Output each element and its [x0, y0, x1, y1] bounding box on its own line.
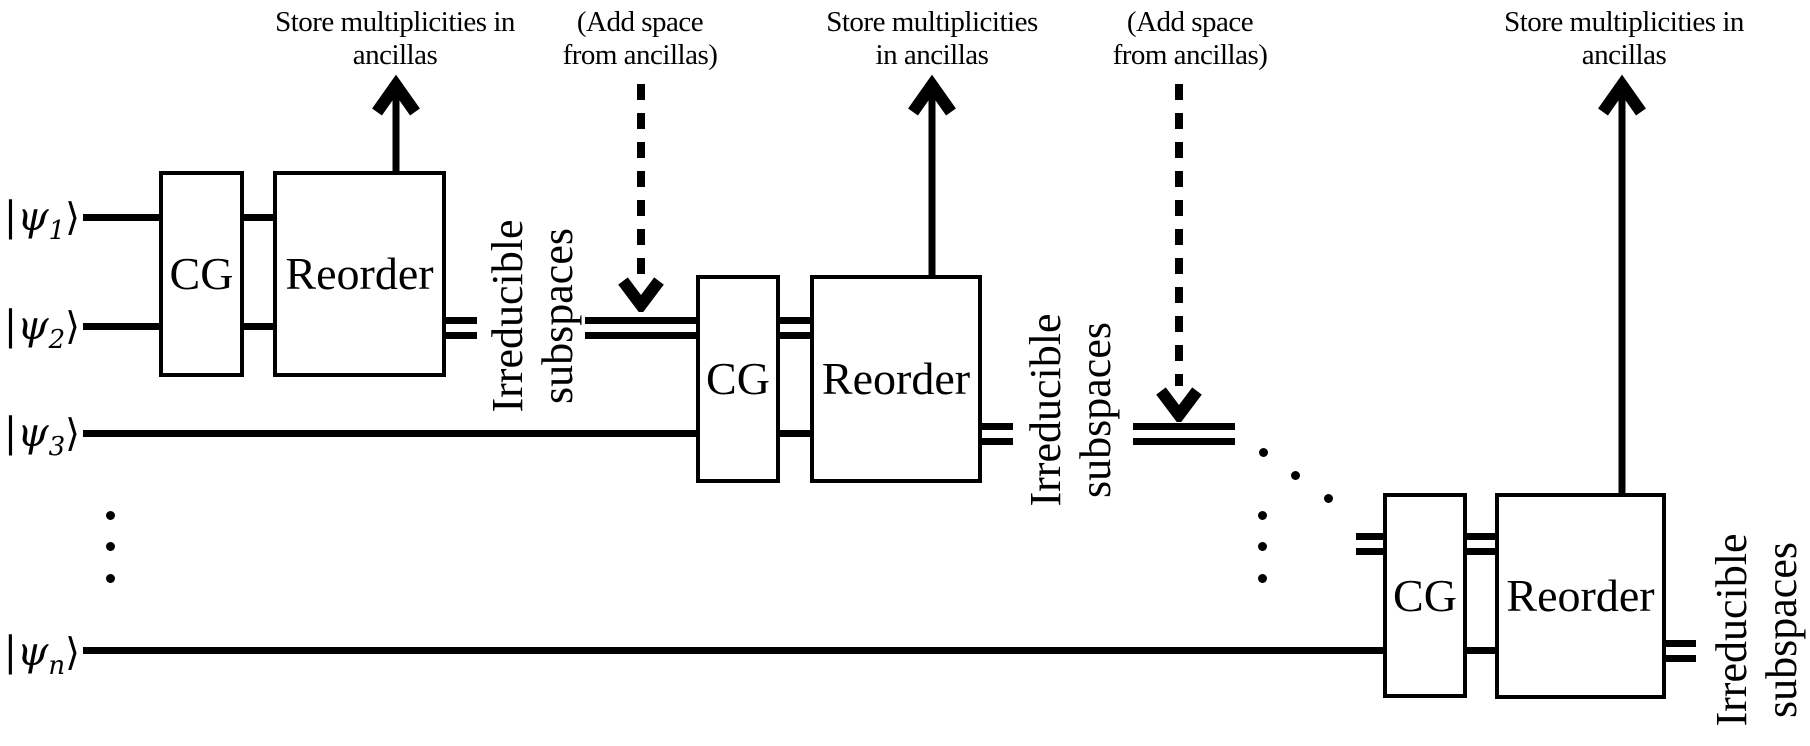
bus-reorder1-out-bottom: [443, 332, 477, 339]
psi-symbol: ψ: [17, 303, 49, 349]
diagonal-ellipsis-dot: [1259, 448, 1268, 457]
wire-psi3-mid: [776, 430, 814, 437]
psi-subscript: n: [48, 651, 66, 681]
psi-symbol: ψ: [17, 410, 49, 456]
store-up-arrow-1: [372, 74, 420, 175]
input-state-psi1: |ψ1⟩: [0, 189, 82, 245]
irreps-label-line2: subspaces: [1071, 322, 1120, 498]
cg-box-1: CG: [159, 171, 244, 377]
store-label-line1: Store multiplicities: [826, 6, 1038, 38]
reorder-box-1: Reorder: [273, 171, 446, 377]
left-ellipsis-dot: [106, 574, 115, 583]
reorder-box-label: Reorder: [1506, 570, 1655, 621]
irreducible-subspaces-label-3: Irreducible subspaces: [1707, 510, 1807, 746]
bus-cg3-in-bottom: [1356, 548, 1387, 555]
bus-reorder2-out-top: [979, 423, 1013, 430]
wire-psin-in: [83, 647, 1387, 654]
bus-reorder1-out-top: [443, 317, 477, 324]
wire-psin-mid: [1463, 647, 1499, 654]
ket-bracket: ⟩: [65, 304, 80, 348]
add-space-dashed-arrow-2: [1156, 84, 1202, 422]
store-label-line2: ancillas: [352, 39, 438, 71]
add-space-label-2: (Add space from ancillas): [1020, 6, 1360, 72]
psi-subscript: 3: [48, 432, 66, 462]
store-label-line2: in ancillas: [875, 39, 989, 71]
input-state-psi2: |ψ2⟩: [0, 298, 82, 354]
diagonal-ellipsis-dot: [1291, 471, 1300, 480]
irreps-label-line1: Irreducible: [1021, 313, 1070, 507]
store-label-line2: ancillas: [1581, 39, 1667, 71]
psi-subscript: 2: [48, 325, 66, 355]
psi-subscript: 1: [48, 216, 66, 246]
bus-cg2-in-top: [585, 317, 700, 324]
store-multiplicities-label-3: Store multiplicities in ancillas: [1454, 6, 1794, 72]
irreducible-subspaces-label-2: Irreducible subspaces: [1021, 290, 1121, 530]
ket-bar: |: [3, 194, 18, 240]
irreps-label-line2: subspaces: [1757, 542, 1806, 718]
irreps-label-line1: Irreducible: [1707, 533, 1756, 727]
reorder-box-2: Reorder: [810, 275, 982, 483]
ket-bracket: ⟩: [65, 630, 80, 674]
cg-box-label: CG: [169, 248, 234, 299]
irreps-label-line1: Irreducible: [483, 219, 532, 413]
ket-bracket: ⟩: [65, 195, 80, 239]
input-state-psin: |ψn⟩: [0, 624, 82, 680]
reorder-box-label: Reorder: [285, 248, 434, 299]
wire-psi1-in: [83, 214, 163, 221]
store-label-line1: Store multiplicities in: [275, 6, 515, 38]
ket-bar: |: [3, 303, 18, 349]
wire-psi2-mid: [242, 323, 277, 330]
bus-cg3-mid-bottom: [1463, 548, 1499, 555]
irreducible-subspaces-label-1: Irreducible subspaces: [483, 196, 583, 436]
store-multiplicities-label-2: Store multiplicities in ancillas: [762, 6, 1102, 72]
store-up-arrow-3: [1598, 74, 1646, 497]
bus-after-text2-top: [1133, 423, 1235, 430]
psi-symbol: ψ: [17, 629, 49, 675]
reorder-box-label: Reorder: [821, 353, 971, 404]
store-up-arrow-2: [908, 74, 956, 279]
bus-reorder3-out-top: [1662, 640, 1696, 647]
left-ellipsis-dot: [106, 542, 115, 551]
bus-cg2-in-bottom: [585, 332, 700, 339]
bus-cg2-mid-bottom: [776, 332, 814, 339]
cg-box-label: CG: [706, 353, 770, 404]
cg-box-2: CG: [696, 275, 780, 483]
add-space-dashed-arrow-1: [618, 84, 664, 312]
diagonal-ellipsis-dot: [1324, 494, 1333, 503]
right-ellipsis-dot: [1258, 542, 1267, 551]
bus-reorder2-out-bottom: [979, 438, 1013, 445]
wire-psi2-in: [83, 323, 163, 330]
input-state-psi3: |ψ3⟩: [0, 405, 82, 461]
add-space-label-line2: from ancillas): [562, 39, 718, 71]
add-space-label-line1: (Add space: [576, 6, 704, 38]
ket-bracket: ⟩: [65, 411, 80, 455]
irreps-label-line2: subspaces: [533, 228, 582, 404]
bus-cg3-mid-top: [1463, 533, 1499, 540]
store-label-line1: Store multiplicities in: [1504, 6, 1744, 38]
ket-bar: |: [3, 410, 18, 456]
left-ellipsis-dot: [106, 511, 115, 520]
bus-after-text2-bottom: [1133, 438, 1235, 445]
ket-bar: |: [3, 629, 18, 675]
cg-box-3: CG: [1383, 493, 1467, 698]
right-ellipsis-dot: [1258, 574, 1267, 583]
bus-cg3-in-top: [1356, 533, 1387, 540]
wire-psi3-in: [83, 430, 700, 437]
add-space-label-line1: (Add space: [1126, 6, 1254, 38]
right-ellipsis-dot: [1258, 511, 1267, 520]
psi-symbol: ψ: [17, 194, 49, 240]
add-space-label-1: (Add space from ancillas): [470, 6, 810, 72]
cg-box-label: CG: [1393, 569, 1457, 621]
wire-psi1-mid: [242, 214, 277, 221]
bus-reorder3-out-bottom: [1662, 655, 1696, 662]
store-multiplicities-label-1: Store multiplicities in ancillas: [225, 6, 565, 72]
bus-cg2-mid-top: [776, 317, 814, 324]
reorder-box-3: Reorder: [1495, 493, 1666, 699]
add-space-label-line2: from ancillas): [1112, 39, 1268, 71]
